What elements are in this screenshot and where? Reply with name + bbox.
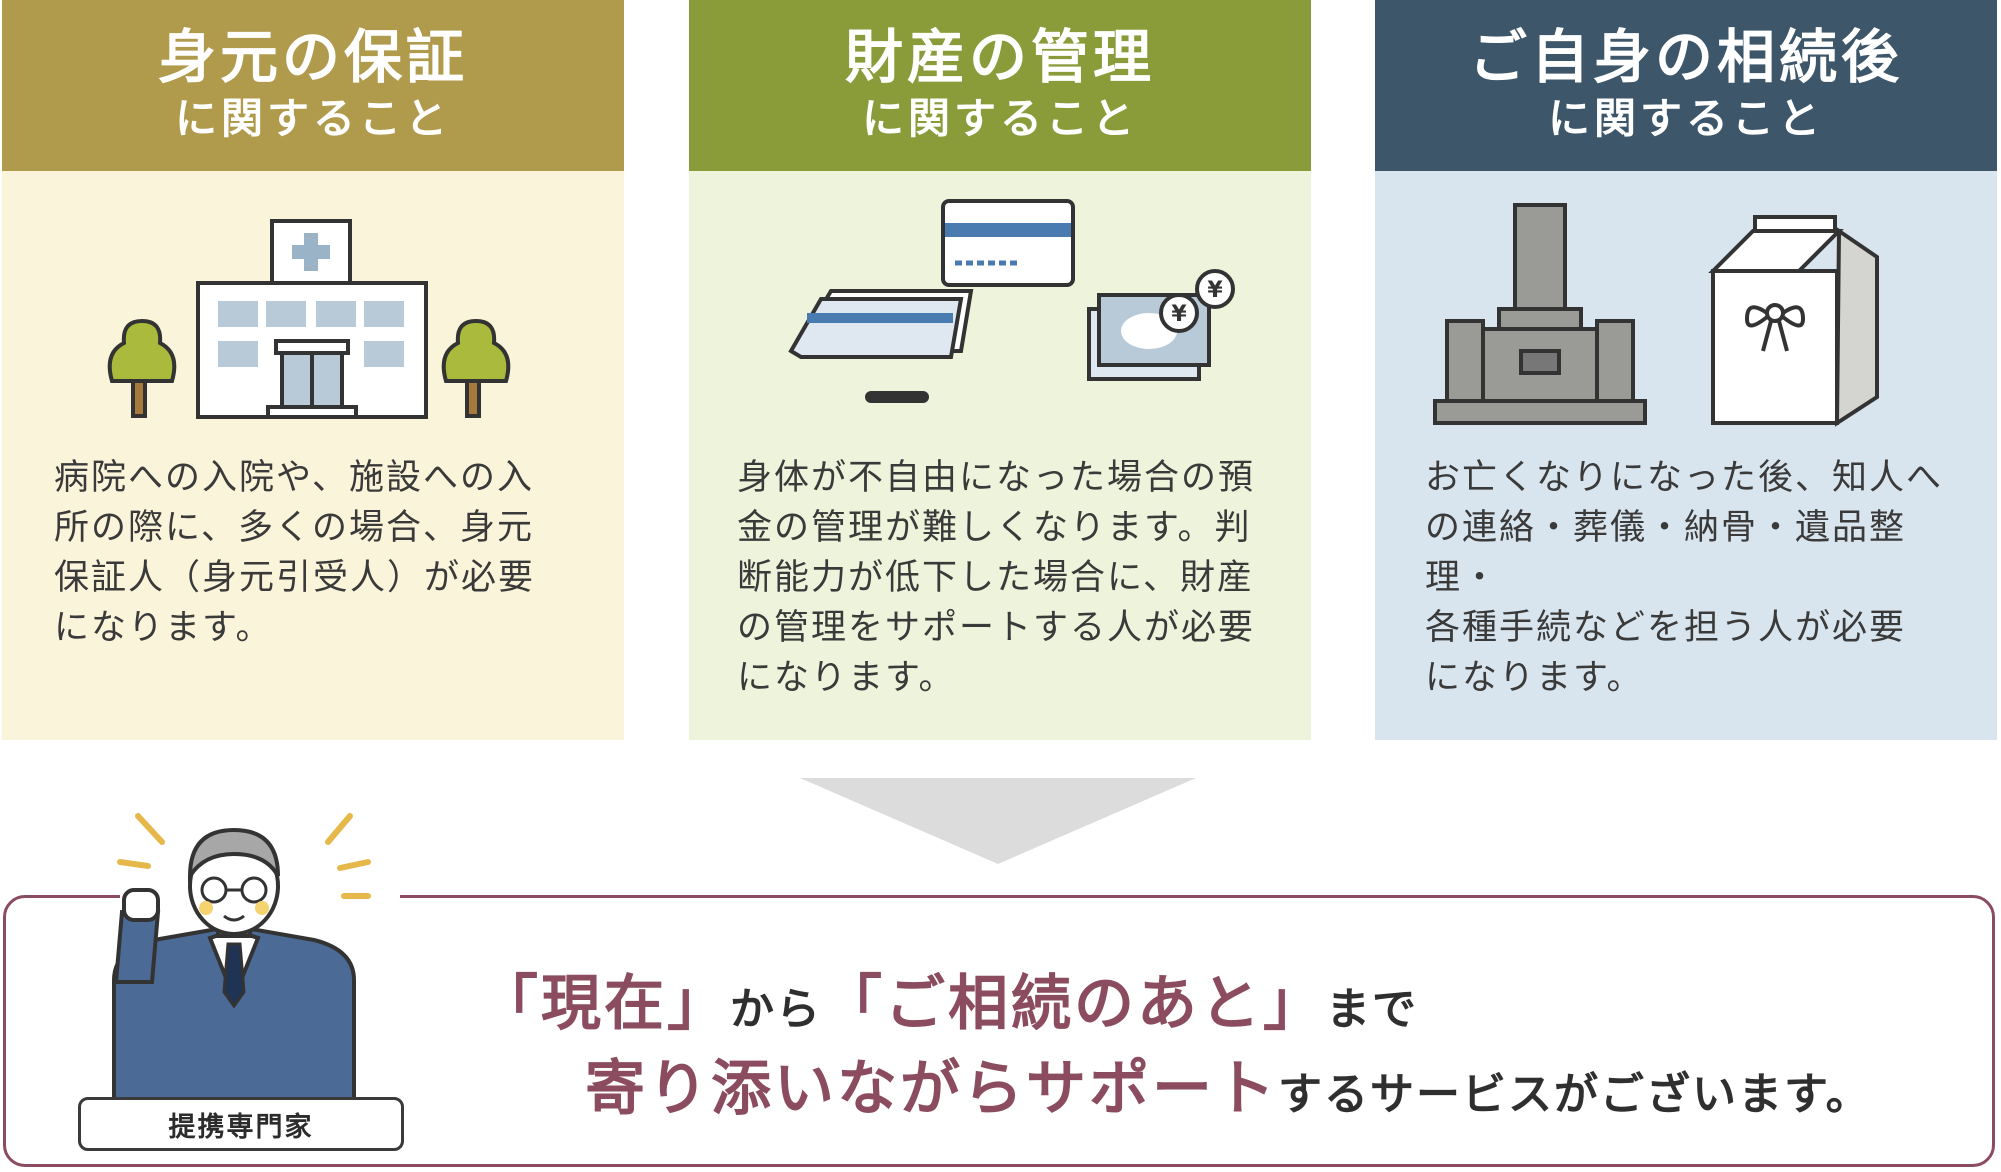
card-asset-management: 財産の管理 に関すること ¥ ¥ 身体が不自由になった場合の預 金の管理が難しく… xyxy=(689,0,1311,740)
text-line: になります。 xyxy=(737,658,956,698)
svg-text:¥: ¥ xyxy=(1171,302,1187,327)
card-subtitle: に関すること xyxy=(174,94,451,144)
text-line: 各種手続などを担う人が必要 xyxy=(1425,608,1907,648)
text-line: 金の管理が難しくなります。判 xyxy=(737,508,1252,548)
text-line: の連絡・葬儀・納骨・遺品整理・ xyxy=(1425,508,1907,598)
card-identity-guarantee: 身元の保証 に関すること 病院への入院や、施 xyxy=(2,0,624,740)
expert-illustration xyxy=(112,813,371,1100)
down-arrow-icon xyxy=(800,778,1196,864)
text-line: 病院への入院や、施設への入 xyxy=(54,458,534,498)
message-text: まで xyxy=(1326,984,1418,1035)
card-description: お亡くなりになった後、知人へ の連絡・葬儀・納骨・遺品整理・ 各種手続などを担う… xyxy=(1425,453,1957,703)
message-highlight: 「ご相続のあと」 xyxy=(822,969,1326,1039)
message-line-2: 寄り添いながらサポートするサービスがございます。 xyxy=(585,1040,1872,1127)
card-subtitle: に関すること xyxy=(1547,94,1824,144)
text-line: 保証人（身元引受人）が必要 xyxy=(54,558,536,598)
text-line: 断能力が低下した場合に、財産 xyxy=(737,558,1254,598)
grave-urn-icon xyxy=(1433,203,1879,427)
text-line: 所の際に、多くの場合、身元 xyxy=(54,508,534,548)
message-text: から xyxy=(730,984,822,1035)
card-title: ご自身の相続後 xyxy=(1468,23,1903,92)
message-highlight: 「現在」 xyxy=(478,969,730,1039)
svg-text:¥: ¥ xyxy=(1207,278,1223,303)
card-body: お亡くなりになった後、知人へ の連絡・葬儀・納骨・遺品整理・ 各種手続などを担う… xyxy=(1375,171,1997,740)
text-line: お亡くなりになった後、知人へ xyxy=(1425,458,1944,498)
card-header: 身元の保証 に関すること xyxy=(2,0,624,171)
text-line: 身体が不自由になった場合の預 xyxy=(737,458,1256,498)
card-subtitle: に関すること xyxy=(861,94,1138,144)
text-line: になります。 xyxy=(1425,658,1644,698)
message-text: するサービスがございます。 xyxy=(1278,1069,1872,1120)
card-title: 財産の管理 xyxy=(844,23,1155,92)
hospital-icon xyxy=(107,219,511,419)
card-after-inheritance: ご自身の相続後 に関すること お亡くなりになった後、知人へ の連絡・葬儀・納骨・… xyxy=(1375,0,1997,740)
card-title: 身元の保証 xyxy=(157,23,468,92)
card-body: ¥ ¥ 身体が不自由になった場合の預 金の管理が難しくなります。判 断能力が低下… xyxy=(689,171,1311,740)
expert-label: 提携専門家 xyxy=(78,1097,404,1151)
message-highlight: 寄り添いながらサポート xyxy=(585,1054,1278,1124)
card-header: ご自身の相続後 に関すること xyxy=(1375,0,1997,171)
card-description: 身体が不自由になった場合の預 金の管理が難しくなります。判 断能力が低下した場合… xyxy=(737,453,1263,703)
text-line: の管理をサポートする人が必要 xyxy=(737,608,1256,648)
bankbook-money-icon: ¥ ¥ xyxy=(788,199,1235,403)
card-body: 病院への入院や、施設への入 所の際に、多くの場合、身元 保証人（身元引受人）が必… xyxy=(2,171,624,740)
message-line-1: 「現在」から「ご相続のあと」まで xyxy=(478,955,1418,1042)
card-header: 財産の管理 に関すること xyxy=(689,0,1311,171)
text-line: になります。 xyxy=(54,608,273,648)
card-description: 病院への入院や、施設への入 所の際に、多くの場合、身元 保証人（身元引受人）が必… xyxy=(54,453,580,653)
